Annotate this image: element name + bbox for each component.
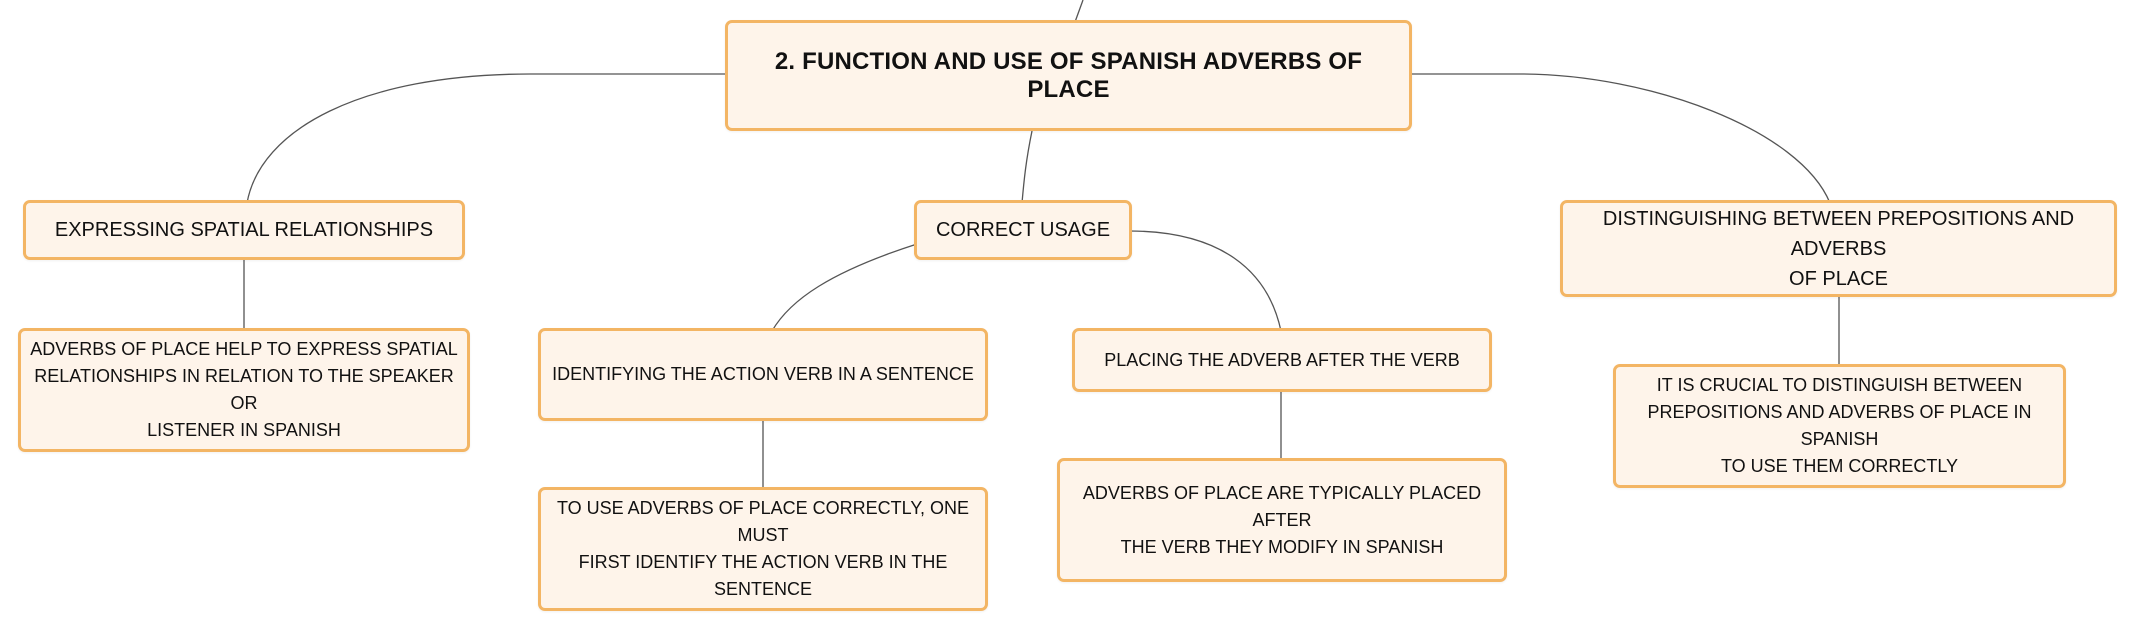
spatial-relationships-node[interactable]: EXPRESSING SPATIAL RELATIONSHIPS (23, 200, 465, 260)
connector-root-distinguish (1411, 73, 1831, 204)
spatial-relationships-detail-text: ADVERBS OF PLACE HELP TO EXPRESS SPATIAL… (30, 339, 458, 440)
connector-root-spatial (246, 73, 725, 204)
placing-adverb-label: PLACING THE ADVERB AFTER THE VERB (1104, 349, 1460, 370)
distinguishing-prepositions-label: DISTINGUISHING BETWEEN PREPOSITIONS AND … (1602, 207, 2075, 290)
spatial-relationships-label: EXPRESSING SPATIAL RELATIONSHIPS (54, 219, 434, 241)
placing-adverb-detail-node[interactable]: ADVERBS OF PLACE ARE TYPICALLY PLACED AF… (1057, 458, 1507, 582)
identifying-action-verb-label: IDENTIFYING THE ACTION VERB IN A SENTENC… (552, 364, 974, 384)
identifying-action-verb-detail-text: TO USE ADVERBS OF PLACE CORRECTLY, ONE M… (556, 498, 970, 599)
distinguishing-prepositions-node[interactable]: DISTINGUISHING BETWEEN PREPOSITIONS AND … (1560, 200, 2117, 297)
identifying-action-verb-node[interactable]: IDENTIFYING THE ACTION VERB IN A SENTENC… (538, 328, 988, 421)
connector-usage-placing (1128, 230, 1282, 332)
connector-root-usage (1021, 130, 1033, 204)
root-topic-node[interactable]: 2. FUNCTION AND USE OF SPANISH ADVERBS O… (725, 20, 1412, 131)
identifying-action-verb-detail-node[interactable]: TO USE ADVERBS OF PLACE CORRECTLY, ONE M… (538, 487, 988, 611)
placing-adverb-detail-text: ADVERBS OF PLACE ARE TYPICALLY PLACED AF… (1082, 482, 1482, 557)
connector-parent-root (1074, 0, 1084, 23)
placing-adverb-node[interactable]: PLACING THE ADVERB AFTER THE VERB (1072, 328, 1492, 392)
correct-usage-node[interactable]: CORRECT USAGE (914, 200, 1132, 260)
connector-usage-identify (771, 243, 918, 332)
distinguishing-prepositions-detail-text: IT IS CRUCIAL TO DISTINGUISH BETWEEN PRE… (1647, 375, 2032, 476)
spatial-relationships-detail-node[interactable]: ADVERBS OF PLACE HELP TO EXPRESS SPATIAL… (18, 328, 470, 452)
distinguishing-prepositions-detail-node[interactable]: IT IS CRUCIAL TO DISTINGUISH BETWEEN PRE… (1613, 364, 2066, 488)
correct-usage-label: CORRECT USAGE (935, 219, 1111, 241)
root-topic-label: 2. FUNCTION AND USE OF SPANISH ADVERBS O… (774, 47, 1363, 103)
